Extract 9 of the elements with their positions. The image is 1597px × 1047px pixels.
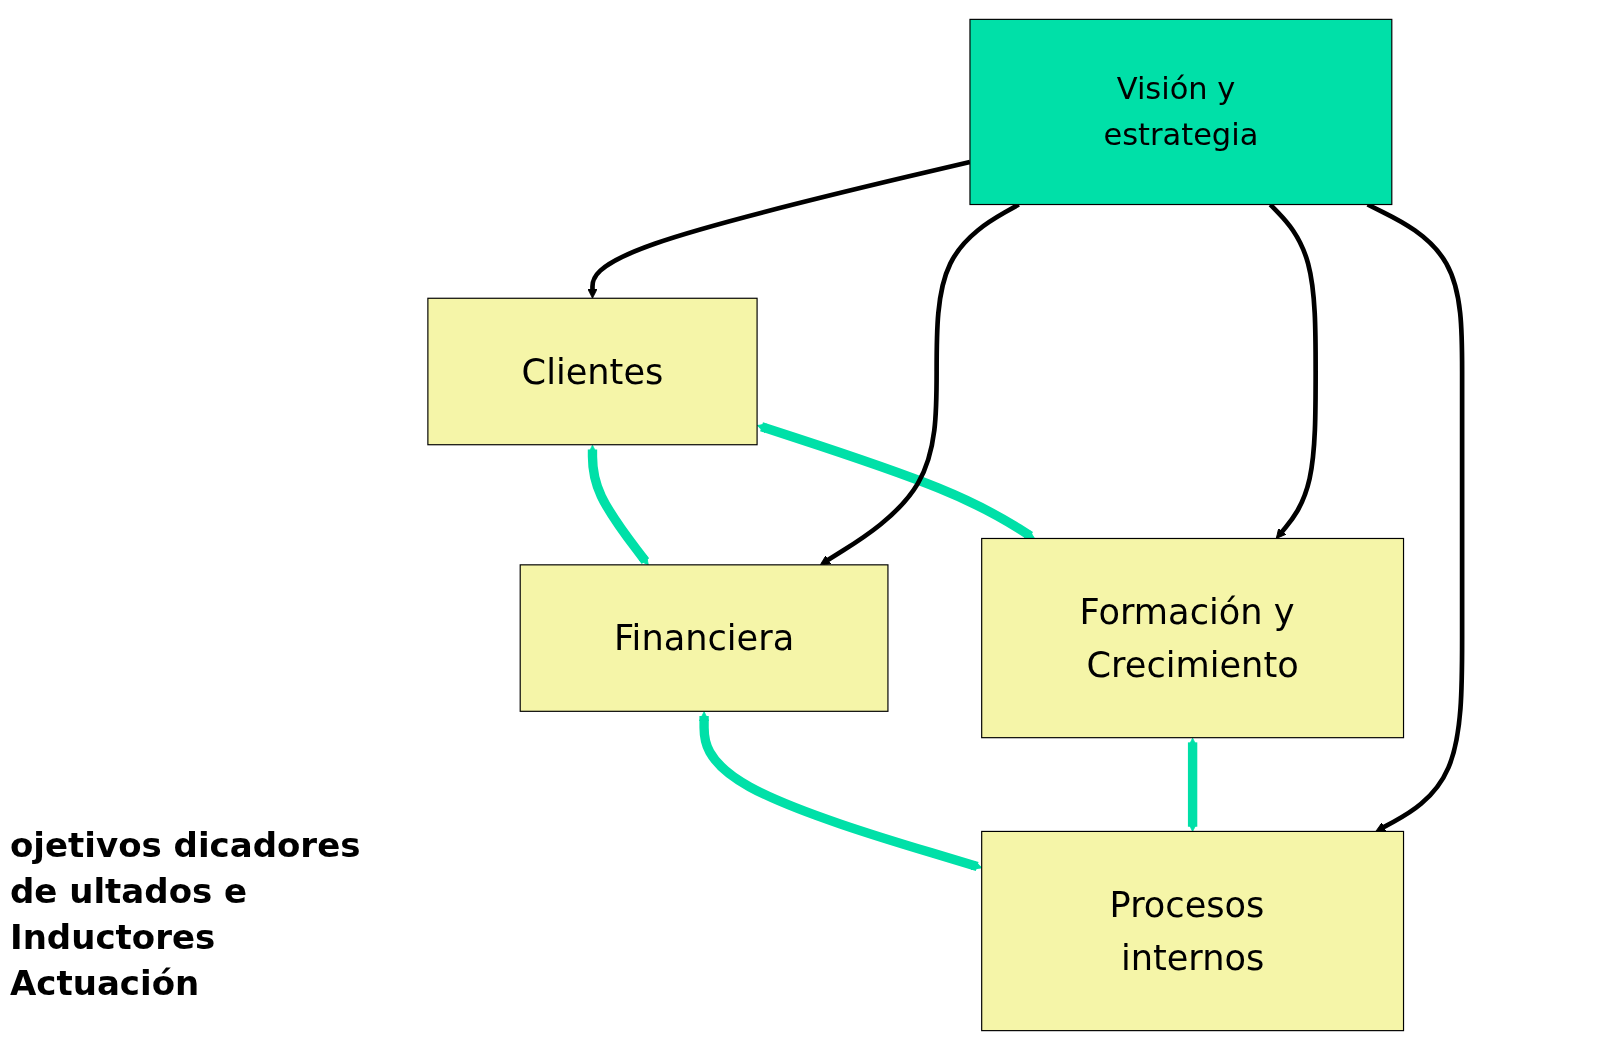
arrow	[1187, 737, 1198, 832]
note-text: ojetivos dicadores de ultados e Inductores Actuación	[10, 824, 362, 1006]
node-box: Visión y estrategia	[969, 18, 1393, 206]
arrow	[587, 444, 650, 566]
node-box: Formación y Crecimiento	[981, 537, 1405, 739]
node-box: Clientes	[427, 297, 758, 446]
node-box: Procesos internos	[981, 830, 1405, 1032]
node-box: Financiera	[519, 564, 889, 712]
arrow	[757, 422, 1035, 540]
